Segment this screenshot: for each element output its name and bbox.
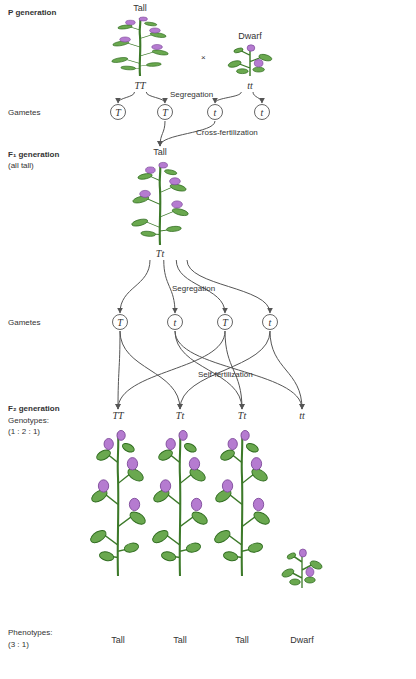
gamete-circle: T (157, 104, 173, 120)
text-label: Cross-fertilization (196, 128, 258, 138)
gamete-circle: T (112, 314, 128, 330)
gamete-circle: t (262, 314, 278, 330)
inheritance-arrow (118, 92, 135, 103)
text-label: Gametes (8, 318, 40, 328)
text-label: × (201, 53, 206, 63)
gamete-circle: t (167, 314, 183, 330)
genotype-label: Tt (238, 410, 246, 421)
phenotype-label: Dwarf (290, 635, 314, 646)
text-label: F₂ generation (8, 404, 60, 414)
text-label: F₁ generation (8, 150, 59, 160)
gamete-circle: T (110, 104, 126, 120)
inheritance-arrow (120, 331, 180, 409)
phenotype-label: Tall (153, 147, 167, 158)
text-label: Phenotypes: (8, 628, 52, 638)
text-label: Gametes (8, 108, 40, 118)
text-label: Self-fertilization (198, 370, 253, 380)
plant-node: TT Tall (87, 410, 149, 646)
allele-letter: T (162, 107, 168, 118)
allele-letter: t (261, 107, 264, 118)
genotype-label: TT (112, 410, 123, 421)
gamete-circle: t (207, 104, 223, 120)
gamete-circle: T (217, 314, 233, 330)
genotype-label: TT (134, 80, 145, 91)
phenotype-label: Tall (173, 635, 187, 646)
genotype-label: Tt (156, 248, 164, 259)
phenotype-label: Dwarf (238, 31, 262, 42)
genotype-label: Tt (176, 410, 184, 421)
inheritance-arrow (160, 121, 165, 146)
inheritance-arrow (120, 260, 150, 313)
allele-letter: t (174, 317, 177, 328)
text-label: (1 : 2 : 1) (8, 427, 40, 437)
inheritance-arrow (253, 92, 262, 103)
plant-node: Dwarf tt (222, 31, 278, 91)
dwarf-plant (281, 549, 323, 588)
phenotype-label: Tall (235, 635, 249, 646)
text-label: P generation (8, 8, 56, 18)
plant-node: TallTT (105, 3, 175, 91)
phenotype-label: Tall (133, 3, 147, 14)
text-label: Segregation (170, 90, 213, 100)
phenotype-label: Tall (111, 635, 125, 646)
genotype-label: tt (247, 80, 253, 91)
text-label: (3 : 1) (8, 640, 29, 650)
allele-letter: t (269, 317, 272, 328)
allele-letter: T (115, 107, 121, 118)
inheritance-arrow (215, 92, 241, 103)
text-label: Segregation (172, 284, 215, 294)
tall-plant (130, 162, 190, 245)
allele-letter: T (222, 317, 228, 328)
inheritance-arrow (118, 331, 120, 409)
plant-node: ttDwarf (276, 410, 328, 646)
gamete-circle: t (254, 104, 270, 120)
tall-plant (213, 430, 271, 576)
plant-node: TtTall (211, 410, 273, 646)
tall-plant (110, 17, 170, 76)
inheritance-arrow (270, 331, 302, 409)
text-label: (all tall) (8, 161, 34, 171)
inheritance-arrow (146, 92, 165, 103)
genotype-label: tt (299, 410, 305, 421)
allele-letter: t (214, 107, 217, 118)
plant-node: TtTall (149, 410, 211, 646)
dwarf-plant (227, 45, 273, 76)
plant-node: TallTt (125, 147, 195, 259)
text-label: Genotypes: (8, 416, 49, 426)
allele-letter: T (117, 317, 123, 328)
tall-plant (89, 430, 147, 576)
tall-plant (151, 430, 209, 576)
inheritance-arrow (180, 331, 270, 409)
inheritance-arrow (175, 331, 302, 409)
